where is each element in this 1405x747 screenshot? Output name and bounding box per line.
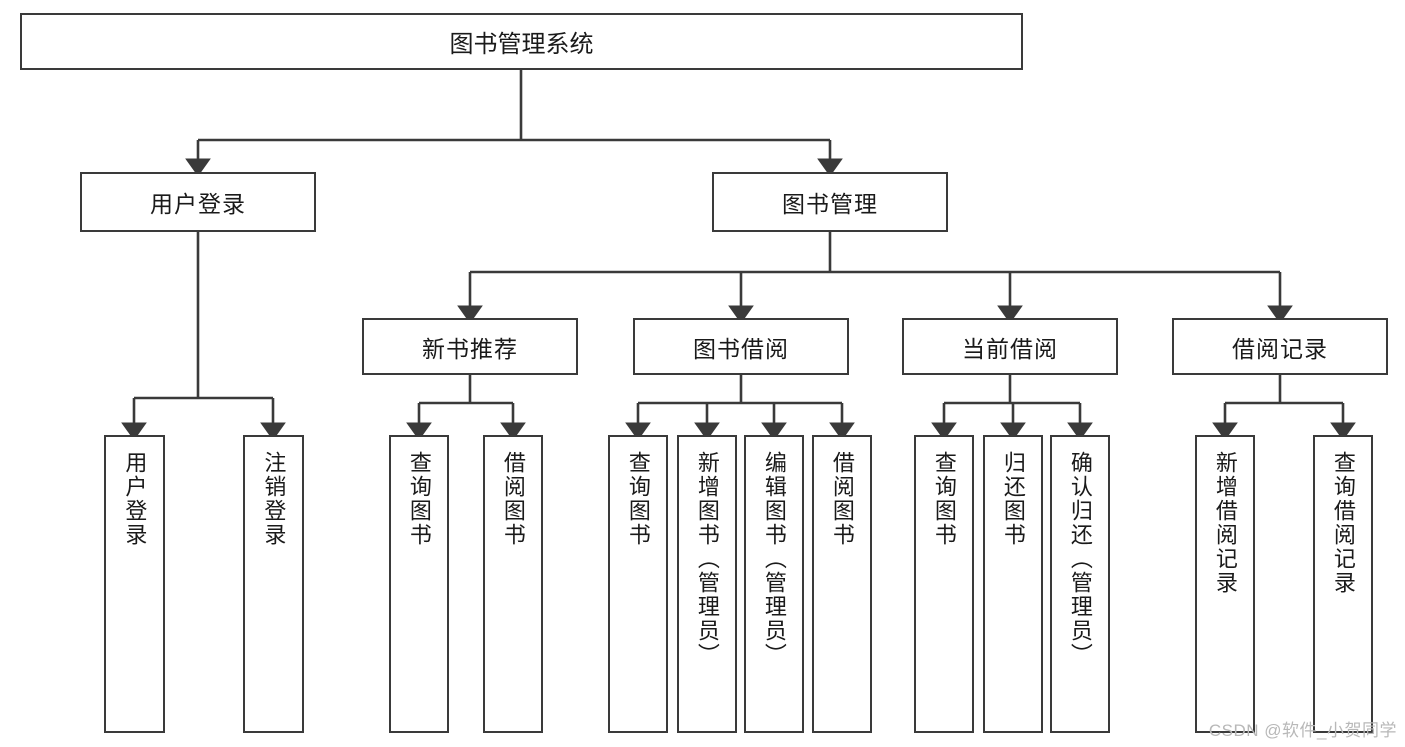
leaf-label: 查询图书: [406, 451, 432, 547]
leaf-label: 查询借阅记录: [1330, 451, 1356, 595]
leaf-label: 查询图书: [931, 451, 957, 547]
node-borrow-record[interactable]: 借阅记录: [1172, 318, 1388, 375]
leaf-user-login[interactable]: 用户登录: [104, 435, 165, 733]
leaf-label: 查询图书: [625, 451, 651, 547]
node-book-management-label: 图书管理: [782, 191, 878, 217]
node-book-borrow-label: 图书借阅: [693, 335, 789, 362]
leaf-label: 用户登录: [122, 451, 148, 547]
leaf-query-book-current[interactable]: 查询图书: [914, 435, 974, 733]
node-book-management[interactable]: 图书管理: [712, 172, 948, 232]
watermark: CSDN @软件_小贺同学: [1208, 721, 1397, 740]
leaf-borrow-book-recommend[interactable]: 借阅图书: [483, 435, 543, 733]
leaf-add-book-admin[interactable]: 新增图书（管理员）: [677, 435, 737, 733]
leaf-label: 借阅图书: [829, 451, 855, 547]
leaf-query-book-borrow[interactable]: 查询图书: [608, 435, 668, 733]
leaf-label: 新增借阅记录: [1212, 451, 1238, 595]
leaf-label: 编辑图书（管理员）: [761, 451, 787, 667]
node-user-login-label: 用户登录: [150, 191, 246, 217]
node-borrow-record-label: 借阅记录: [1232, 335, 1328, 362]
node-current-borrow[interactable]: 当前借阅: [902, 318, 1118, 375]
leaf-borrow-book[interactable]: 借阅图书: [812, 435, 872, 733]
node-root-label: 图书管理系统: [449, 31, 594, 58]
leaf-confirm-return-admin[interactable]: 确认归还（管理员）: [1050, 435, 1110, 733]
leaf-label: 确认归还（管理员）: [1067, 451, 1093, 667]
node-root[interactable]: 图书管理系统: [20, 13, 1023, 70]
leaf-add-borrow-record[interactable]: 新增借阅记录: [1195, 435, 1255, 733]
leaf-edit-book-admin[interactable]: 编辑图书（管理员）: [744, 435, 804, 733]
node-new-book-recommend-label: 新书推荐: [422, 335, 518, 362]
node-new-book-recommend[interactable]: 新书推荐: [362, 318, 578, 375]
leaf-label: 归还图书: [1000, 451, 1026, 547]
leaf-label: 注销登录: [261, 451, 287, 547]
leaf-query-borrow-record[interactable]: 查询借阅记录: [1313, 435, 1373, 733]
node-user-login[interactable]: 用户登录: [80, 172, 316, 232]
leaf-label: 借阅图书: [500, 451, 526, 547]
node-current-borrow-label: 当前借阅: [962, 335, 1058, 362]
leaf-logout[interactable]: 注销登录: [243, 435, 304, 733]
leaf-label: 新增图书（管理员）: [694, 451, 720, 667]
leaf-query-book-recommend[interactable]: 查询图书: [389, 435, 449, 733]
leaf-return-book[interactable]: 归还图书: [983, 435, 1043, 733]
node-book-borrow[interactable]: 图书借阅: [633, 318, 849, 375]
